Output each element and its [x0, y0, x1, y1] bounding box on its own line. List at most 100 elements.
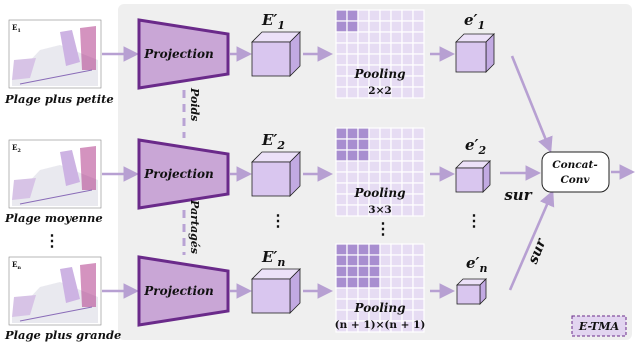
- pool-cell: [346, 31, 359, 44]
- input-caption-n: Plage plus grande: [4, 328, 121, 342]
- output-cube-n: [456, 278, 487, 305]
- input-caption-1: Plage plus petite: [4, 92, 114, 106]
- pool-cell: [335, 31, 348, 44]
- pool-cell: [401, 171, 414, 184]
- pool-cell-active: [357, 276, 370, 289]
- pool-cell: [401, 42, 414, 55]
- pool-cell: [368, 42, 381, 55]
- pool-cell: [401, 138, 414, 151]
- pool-cell: [368, 53, 381, 66]
- pool-cell: [357, 31, 370, 44]
- pool-cell-active: [357, 127, 370, 140]
- pool-cell: [401, 287, 414, 300]
- pool-cell: [335, 160, 348, 173]
- pooling-grid-2: [335, 127, 425, 217]
- module-name-badge: E-TMA: [571, 315, 627, 337]
- pool-cell: [412, 86, 425, 99]
- input-tag-n: En: [12, 260, 21, 271]
- pool-cell: [368, 127, 381, 140]
- pool-cell-active: [346, 254, 359, 267]
- pool-cell-active: [346, 276, 359, 289]
- pool-cell: [412, 138, 425, 151]
- pool-cell: [390, 204, 403, 217]
- pool-cell: [357, 160, 370, 173]
- pool-cell-active: [346, 149, 359, 162]
- shared-weights-word1: Poids: [188, 87, 201, 121]
- feature-label-1: E′1: [261, 11, 285, 32]
- pool-cell: [379, 160, 392, 173]
- pool-cell: [357, 20, 370, 33]
- pool-cell-active: [335, 127, 348, 140]
- pool-cell: [379, 138, 392, 151]
- pool-cell: [390, 127, 403, 140]
- pool-cell: [379, 42, 392, 55]
- pool-cell: [390, 265, 403, 278]
- feature-label-2: E′2: [261, 131, 285, 152]
- input-tag-2: E2: [12, 143, 21, 154]
- pool-cell: [412, 298, 425, 311]
- pool-cell-active: [357, 265, 370, 278]
- pool-cell: [390, 171, 403, 184]
- pool-cell: [401, 86, 414, 99]
- pool-cell: [401, 9, 414, 22]
- pool-cell: [368, 160, 381, 173]
- input-image-2: E2: [8, 139, 102, 209]
- pool-cell: [335, 53, 348, 66]
- pool-cell: [412, 320, 425, 333]
- pool-cell: [412, 276, 425, 289]
- pool-cell-active: [346, 243, 359, 256]
- pool-cell: [335, 64, 348, 77]
- pool-cell: [346, 160, 359, 173]
- pool-cell: [335, 75, 348, 88]
- pool-cell: [412, 42, 425, 55]
- pool-cell-active: [346, 265, 359, 278]
- pool-cell: [412, 160, 425, 173]
- feature-ellipsis: ⋮: [270, 211, 286, 230]
- pooling-size-n: (n + 1)×(n + 1): [335, 319, 426, 331]
- pool-cell: [368, 138, 381, 151]
- pool-cell: [412, 265, 425, 278]
- pool-cell: [401, 276, 414, 289]
- pool-cell: [390, 160, 403, 173]
- arrow-upsample-1: [510, 55, 553, 153]
- pool-cell: [335, 204, 348, 217]
- pool-cell: [412, 287, 425, 300]
- projection-block-2: Projection: [137, 138, 230, 210]
- pool-cell: [346, 287, 359, 300]
- pool-cell-active: [335, 243, 348, 256]
- output-label-1: e′1: [464, 11, 485, 32]
- pool-cell-active: [335, 276, 348, 289]
- feature-cube-2: [251, 151, 301, 197]
- pool-cell: [335, 86, 348, 99]
- pool-cell: [390, 276, 403, 289]
- pool-cell: [390, 287, 403, 300]
- pool-cell-active: [357, 138, 370, 151]
- pool-cell: [390, 53, 403, 66]
- pool-cell: [368, 20, 381, 33]
- pool-cell: [346, 53, 359, 66]
- pooling-size-1: 2×2: [368, 85, 391, 97]
- pool-cell: [335, 287, 348, 300]
- projection-block-n: Projection: [137, 255, 230, 327]
- pool-cell: [412, 53, 425, 66]
- pool-cell: [401, 20, 414, 33]
- pool-cell: [390, 149, 403, 162]
- pool-cell: [390, 138, 403, 151]
- pool-cell: [368, 171, 381, 184]
- pool-cell: [379, 171, 392, 184]
- pool-cell-active: [335, 9, 348, 22]
- pool-cell: [368, 149, 381, 162]
- upsample-label-2: sur: [504, 186, 532, 204]
- pool-cell-active: [357, 243, 370, 256]
- pool-cell: [357, 53, 370, 66]
- pool-cell: [335, 298, 348, 311]
- pool-cell: [401, 160, 414, 173]
- pool-cell: [390, 31, 403, 44]
- pool-cell-active: [346, 127, 359, 140]
- pool-cell-active: [357, 254, 370, 267]
- pool-cell: [346, 42, 359, 55]
- pooling-ellipsis: ⋮: [375, 219, 391, 238]
- pool-cell: [401, 31, 414, 44]
- pooling-grid-1: [335, 9, 425, 99]
